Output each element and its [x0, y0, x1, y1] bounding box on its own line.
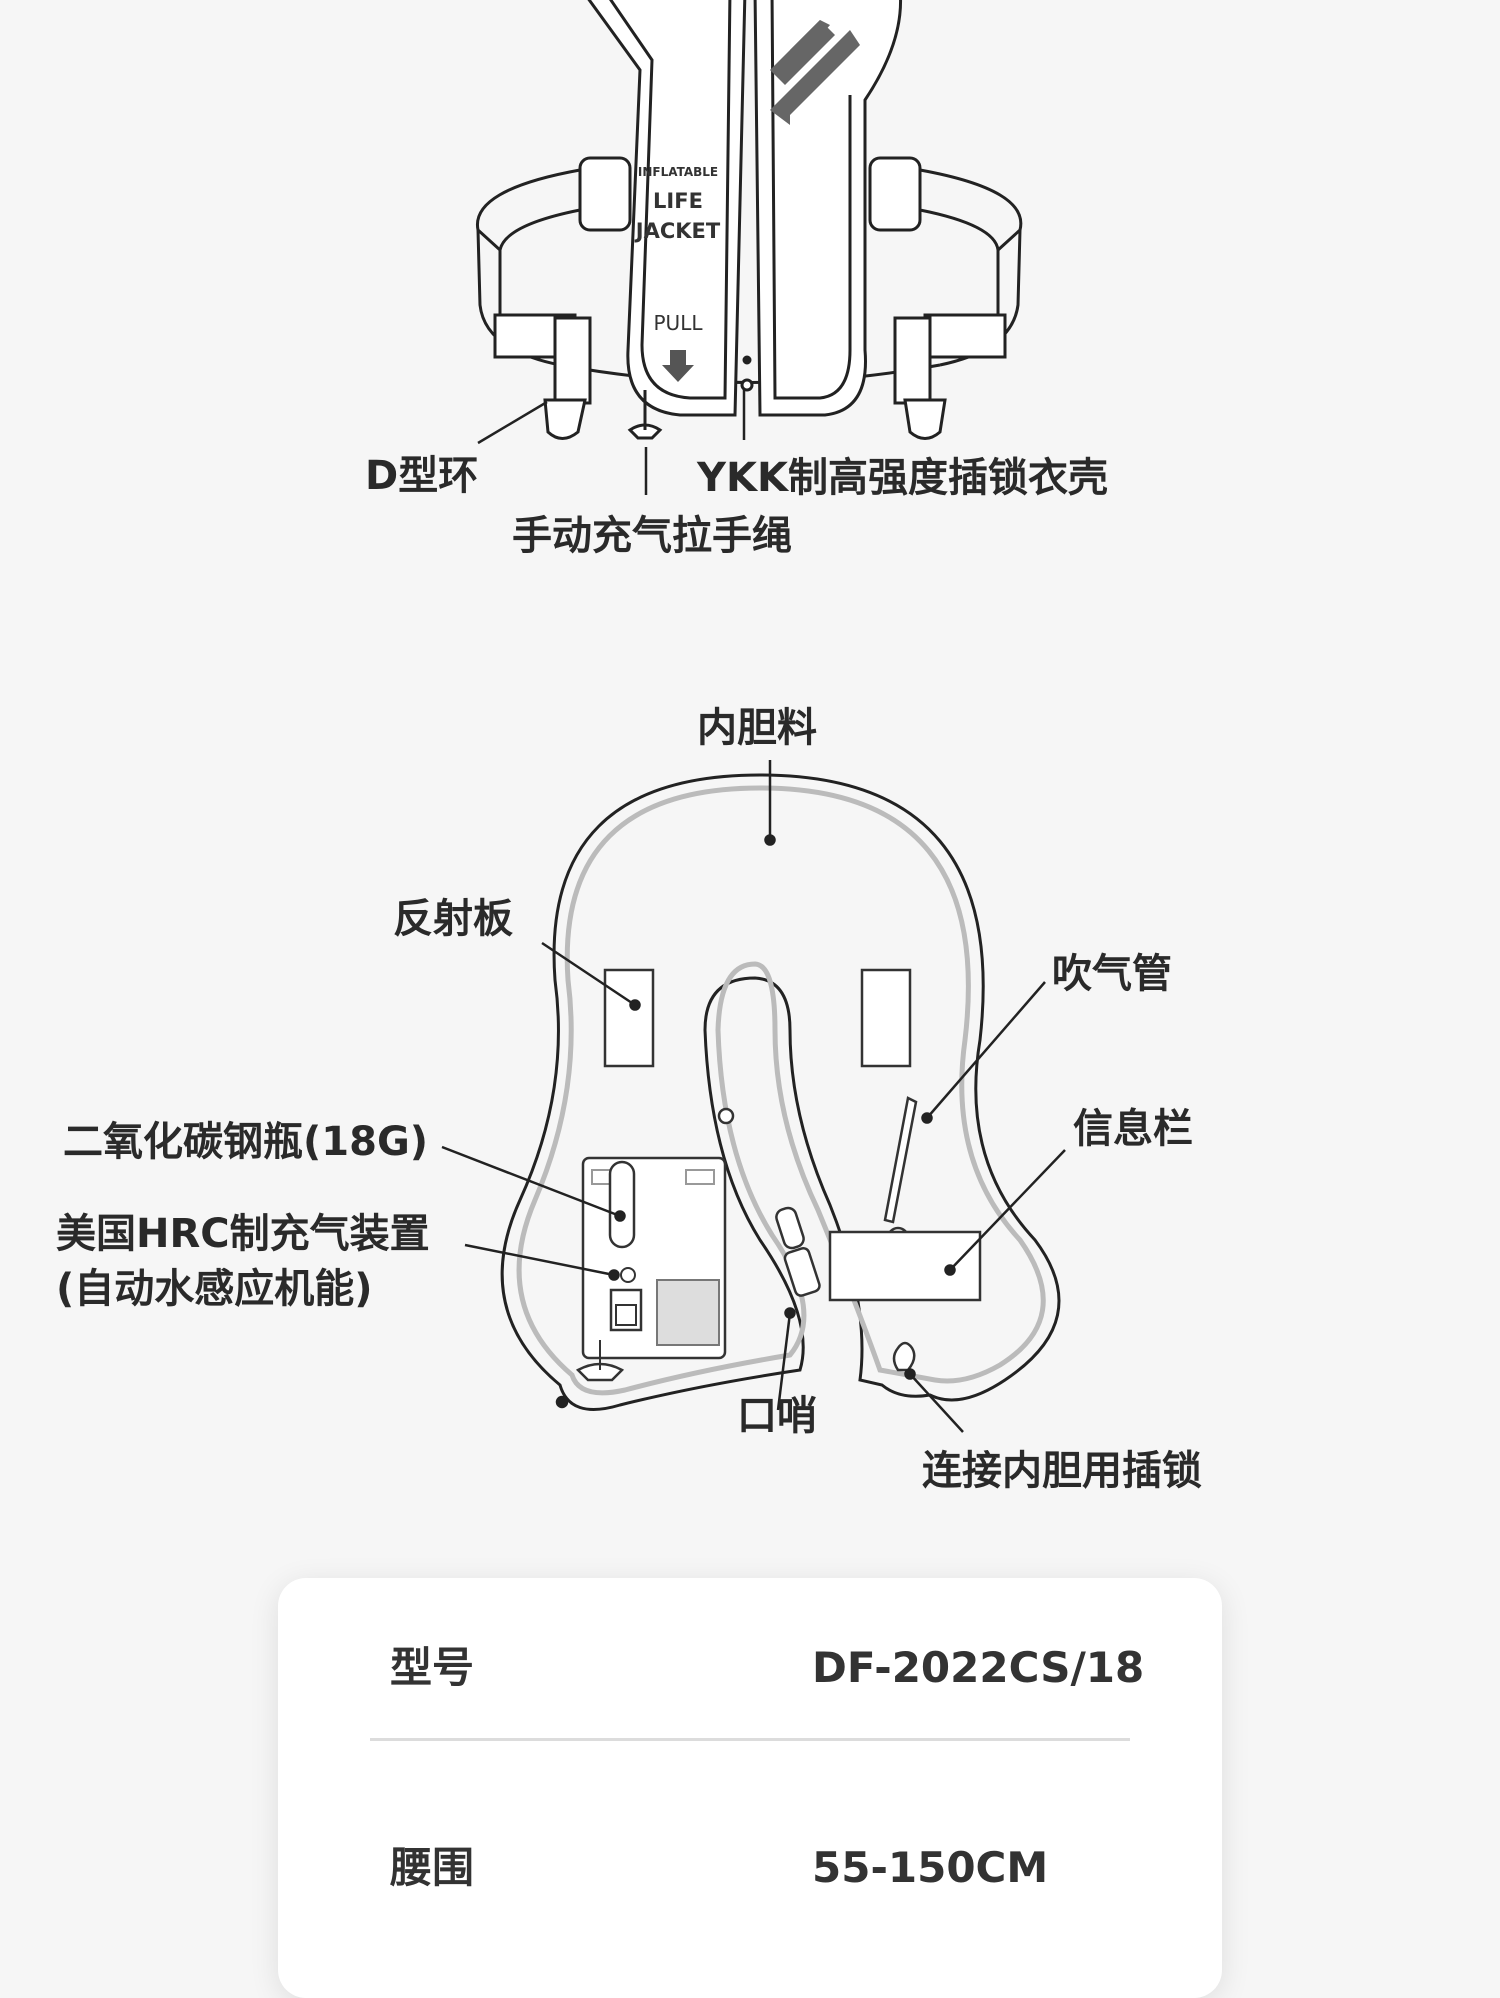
label-co2-cylinder: 二氧化碳钢瓶(18G)	[63, 1118, 428, 1166]
vest-text-inflatable: INFLATABLE	[638, 165, 718, 179]
vest-text-jacket: JACKET	[634, 219, 721, 243]
blow-tube-shape	[885, 1098, 916, 1248]
reflector-right	[862, 970, 910, 1066]
label-ykk-shell: YKK制高强度插锁衣壳	[697, 454, 1108, 502]
spec-card: 型号 DF-2022CS/18 腰围 55-150CM	[278, 1578, 1222, 1998]
bladder-buckle-shape	[894, 1343, 914, 1370]
spec-row-model: 型号 DF-2022CS/18	[278, 1628, 1222, 1708]
spec-divider	[370, 1738, 1130, 1741]
reflector-left	[605, 970, 653, 1066]
buckle-right	[925, 315, 1005, 357]
label-d-ring: D型环	[365, 452, 478, 500]
spec-key-model: 型号	[390, 1628, 474, 1708]
spec-key-waist: 腰围	[390, 1828, 474, 1908]
spec-value-model: DF-2022CS/18	[812, 1628, 1144, 1708]
label-blow-tube: 吹气管	[1052, 950, 1172, 998]
co2-cylinder-shape	[610, 1162, 634, 1247]
d-ring-right	[905, 400, 945, 439]
spec-row-waist: 腰围 55-150CM	[278, 1828, 1222, 1908]
vest-text-pull: PULL	[654, 311, 704, 335]
label-bladder-material: 内胆料	[697, 704, 817, 752]
belt-pad-right	[870, 158, 920, 230]
strap-left	[555, 318, 590, 403]
belt-right-upper	[920, 170, 1021, 250]
label-inflator-line1: 美国HRC制充气装置	[56, 1210, 430, 1258]
info-panel-shape	[830, 1232, 980, 1300]
label-inflator-line2: (自动水感应机能)	[56, 1265, 373, 1313]
d-ring-left	[545, 400, 585, 439]
strap-right	[895, 318, 930, 403]
belt-left-upper	[477, 170, 580, 250]
label-reflector: 反射板	[393, 895, 513, 943]
label-info-panel: 信息栏	[1073, 1105, 1193, 1153]
label-whistle: 口哨	[737, 1392, 817, 1440]
label-bladder-buckle: 连接内胆用插锁	[922, 1447, 1202, 1495]
vest-illustration: INFLATABLE LIFE JACKET PULL	[0, 0, 1500, 600]
label-pull-cord: 手动充气拉手绳	[512, 512, 792, 560]
inflator-housing	[583, 1158, 725, 1358]
spec-value-waist: 55-150CM	[812, 1828, 1048, 1908]
vest-text-life: LIFE	[653, 189, 703, 213]
belt-pad-left	[580, 158, 630, 230]
bladder-diagram: 内胆料 反射板 吹气管 信息栏 二氧化碳钢瓶(18G) 美国HRC制充气装置 (…	[0, 680, 1500, 1520]
vest-diagram: INFLATABLE LIFE JACKET PULL D型环 手动充气拉手绳 …	[0, 0, 1500, 600]
